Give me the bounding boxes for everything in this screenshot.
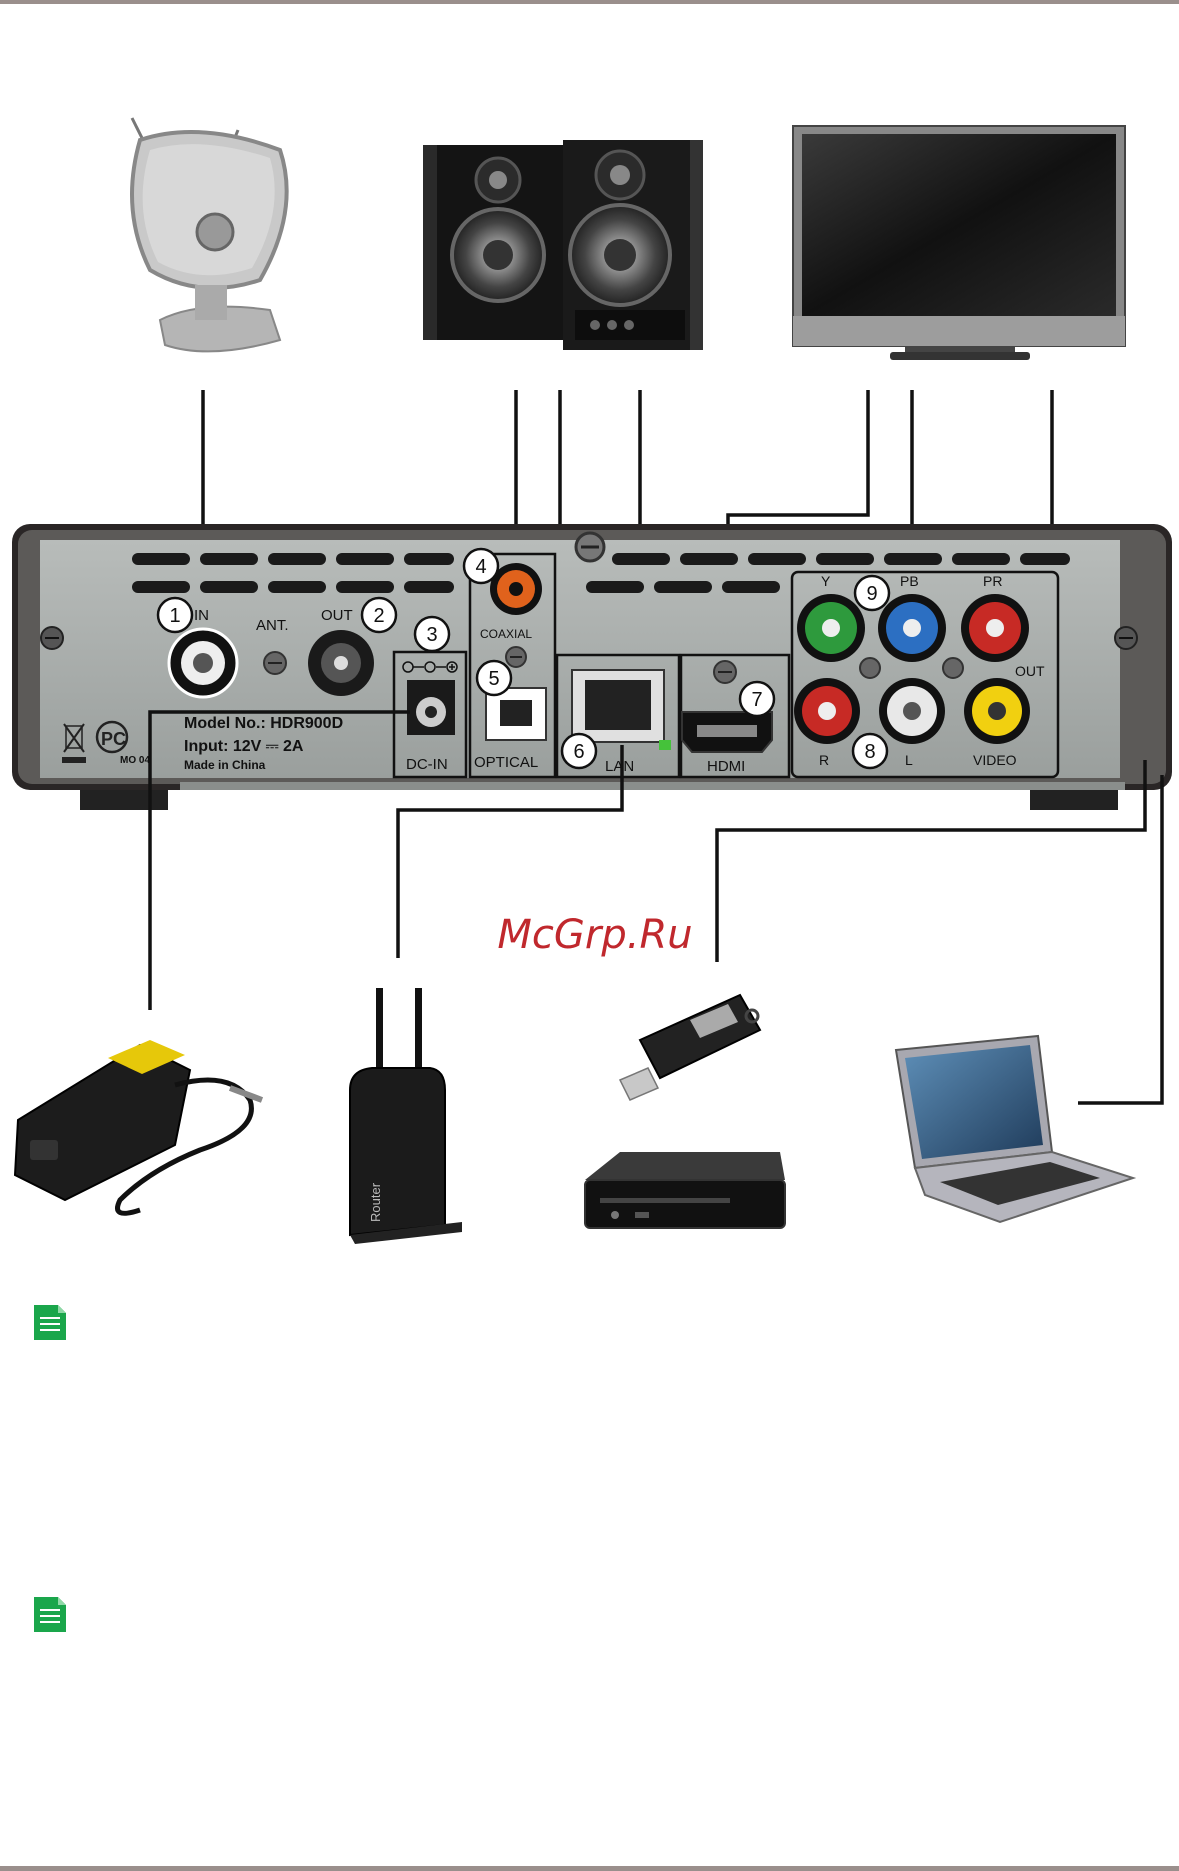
router-icon: Router	[350, 988, 462, 1244]
bottom-rule	[0, 1866, 1179, 1871]
power-adapter-icon	[15, 1040, 262, 1213]
port-label-y: Y	[821, 573, 831, 589]
callout-9-label: 9	[866, 583, 877, 605]
note-icon	[34, 1305, 66, 1340]
port-label-video: VIDEO	[973, 752, 1017, 768]
svg-text:PC: PC	[101, 729, 126, 749]
port-label-ant-out: OUT	[321, 607, 353, 624]
cert-label: MO 04	[120, 755, 150, 766]
port-label-pb: PB	[900, 573, 919, 589]
callout-6: 6	[562, 734, 596, 768]
port-label-ant-in: IN	[194, 607, 209, 624]
tv-icon	[793, 126, 1125, 360]
callout-8-label: 8	[864, 741, 875, 763]
port-label-out: OUT	[1015, 663, 1045, 679]
port-label-lan: LAN	[605, 758, 634, 775]
callout-7: 7	[740, 682, 774, 716]
note-icon	[34, 1597, 66, 1632]
port-label-l: L	[905, 752, 913, 768]
callout-9: 9	[855, 576, 889, 610]
callout-3-label: 3	[426, 624, 437, 646]
made-in-label: Made in China	[184, 758, 266, 772]
callout-1: 1	[158, 598, 192, 632]
callout-4-label: 4	[475, 556, 486, 578]
router-label: Router	[368, 1182, 383, 1222]
callout-8: 8	[853, 734, 887, 768]
port-label-r: R	[819, 752, 829, 768]
port-label-optical: OPTICAL	[474, 754, 538, 771]
laptop-icon	[896, 1036, 1133, 1222]
port-label-coaxial: COAXIAL	[480, 627, 532, 641]
port-label-pr: PR	[983, 573, 1002, 589]
callout-1-label: 1	[169, 605, 180, 627]
model-label: Model No.: HDR900D	[184, 715, 343, 732]
port-label-dc-in: DC-IN	[406, 756, 448, 773]
usb-flash-icon	[620, 995, 760, 1100]
callout-2: 2	[362, 598, 396, 632]
antenna-icon	[132, 118, 287, 351]
callout-2-label: 2	[373, 605, 384, 627]
external-drive-icon	[585, 1152, 785, 1228]
input-label: Input: 12V ⎓ 2A	[184, 738, 304, 755]
callout-3: 3	[415, 617, 449, 651]
callout-5: 5	[477, 661, 511, 695]
callout-4: 4	[464, 549, 498, 583]
callout-6-label: 6	[573, 741, 584, 763]
port-label-hdmi: HDMI	[707, 758, 745, 775]
watermark: McGrp.Ru	[497, 912, 692, 958]
callout-7-label: 7	[751, 689, 762, 711]
callout-5-label: 5	[488, 668, 499, 690]
port-label-ant: ANT.	[256, 617, 289, 634]
speakers-icon	[423, 140, 703, 350]
